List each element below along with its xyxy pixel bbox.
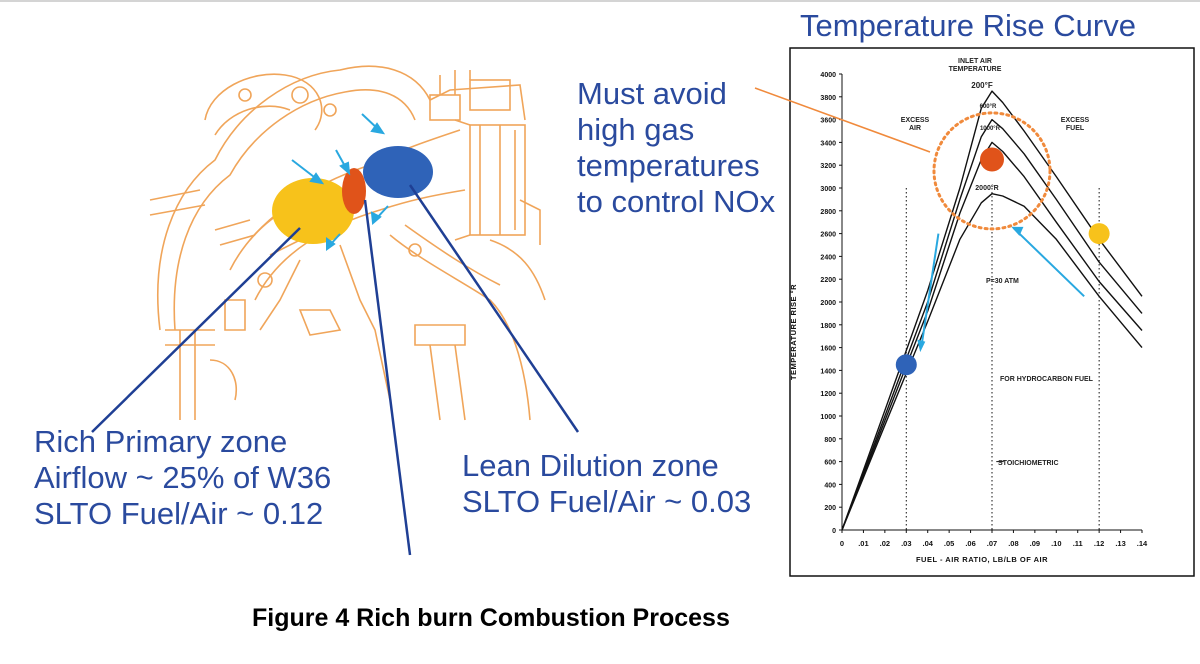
chart-title: Temperature Rise Curve	[800, 8, 1136, 43]
x-axis-label: FUEL - AIR RATIO, LB/LB OF AIR	[916, 555, 1048, 564]
rich-zone-line-3: SLTO Fuel/Air ~ 0.12	[34, 496, 324, 531]
chart-frame	[789, 47, 1195, 577]
y-tick-label: 1000	[820, 414, 836, 421]
y-tick-label: 800	[824, 437, 836, 444]
curve-label-1000r: 1000°R	[979, 126, 1001, 132]
rich-zone-ellipse	[272, 178, 354, 244]
y-tick-label: 3400	[820, 140, 836, 147]
lean-zone-line-1: Lean Dilution zone	[462, 448, 719, 483]
y-tick-label: 1800	[820, 323, 836, 330]
excess-air-label: EXCESS AIR	[893, 117, 937, 133]
y-tick-label: 3000	[820, 186, 836, 193]
page-top-border	[0, 0, 1200, 2]
y-tick-label: 1600	[820, 346, 836, 353]
x-tick-label: .14	[1137, 539, 1148, 548]
x-tick-label: .04	[922, 539, 933, 548]
y-tick-label: 1400	[820, 368, 836, 375]
rich-operating-point	[1088, 223, 1110, 245]
y-tick-label: 400	[824, 482, 836, 489]
lean-zone-ellipse	[363, 146, 433, 198]
avoid-line-2: high gas	[577, 112, 695, 147]
avoid-line-3: temperatures	[577, 148, 760, 183]
x-tick-label: .13	[1115, 539, 1125, 548]
high-temperature-circle	[932, 111, 1052, 231]
y-tick-label: 3800	[820, 95, 836, 102]
y-tick-label: 3600	[820, 118, 836, 125]
stoichiometric-label: STOICHIOMETRIC	[998, 460, 1059, 467]
trend-arrowhead-lean	[917, 339, 926, 353]
avoid-leader-line	[754, 87, 931, 153]
y-tick-label: 3200	[820, 163, 836, 170]
figure-caption: Figure 4 Rich burn Combustion Process	[252, 604, 730, 632]
excess-air-line-2: AIR	[908, 125, 922, 132]
x-tick-label: .02	[880, 539, 890, 548]
excess-fuel-line-2: FUEL	[1065, 125, 1085, 132]
x-tick-label: .08	[1008, 539, 1018, 548]
y-tick-label: 0	[832, 528, 836, 535]
inlet-air-line-2: TEMPERATURE	[948, 66, 1002, 73]
x-tick-label: .05	[944, 539, 954, 548]
peak-operating-point	[980, 147, 1004, 172]
series-line	[841, 193, 1143, 531]
x-tick-label: .03	[901, 539, 911, 548]
y-axis-label: TEMPERATURE RISE °R	[789, 284, 798, 380]
series-line	[841, 118, 1143, 531]
lean-operating-point	[895, 354, 917, 376]
inlet-air-label: INLET AIR TEMPERATURE	[945, 58, 1005, 74]
trend-arrowhead-rich	[1011, 226, 1024, 236]
quench-zone-ellipse	[342, 168, 366, 214]
y-tick-label: 2000	[820, 300, 836, 307]
rich-zone-note: Rich Primary zone Airflow ~ 25% of W36 S…	[34, 424, 331, 532]
trend-arrow-rich	[1012, 227, 1085, 298]
lean-zone-line-2: SLTO Fuel/Air ~ 0.03	[462, 484, 752, 519]
x-tick-label: .07	[987, 539, 997, 548]
y-tick-label: 600	[824, 460, 836, 467]
curve-label-600r: 600°R	[979, 104, 997, 110]
excess-fuel-line-1: EXCESS	[1060, 117, 1090, 124]
y-tick-label: 2200	[820, 277, 836, 284]
y-tick-label: 200	[824, 505, 836, 512]
rich-zone-line-1: Rich Primary zone	[34, 424, 288, 459]
hydrocarbon-fuel-note: FOR HYDROCARBON FUEL	[1000, 376, 1093, 383]
pressure-label: P=30 ATM	[986, 278, 1019, 285]
combustor-outline	[149, 65, 546, 421]
x-tick-label: .09	[1030, 539, 1040, 548]
x-tick-label: .06	[965, 539, 975, 548]
y-tick-label: 2400	[820, 254, 836, 261]
curve-label-2000r: 2000°R	[975, 185, 999, 192]
x-tick-label: .01	[858, 539, 868, 548]
x-tick-label: .12	[1094, 539, 1104, 548]
excess-air-line-1: EXCESS	[900, 117, 930, 124]
series-line	[841, 90, 1143, 531]
avoid-note: Must avoid high gas temperatures to cont…	[577, 76, 775, 220]
x-tick-label: .11	[1073, 539, 1083, 548]
x-tick-label: .10	[1051, 539, 1061, 548]
y-tick-label: 4000	[820, 72, 836, 79]
excess-fuel-label: EXCESS FUEL	[1053, 117, 1097, 133]
y-tick-label: 2600	[820, 232, 836, 239]
rich-zone-line-2: Airflow ~ 25% of W36	[34, 460, 332, 495]
lean-zone-note: Lean Dilution zone SLTO Fuel/Air ~ 0.03	[462, 448, 751, 520]
avoid-line-4: to control NOx	[577, 184, 776, 219]
airflow-arrows	[291, 113, 389, 251]
y-tick-label: 1200	[820, 391, 836, 398]
x-tick-label: 0	[840, 539, 844, 548]
avoid-line-1: Must avoid	[577, 76, 727, 111]
inlet-air-line-1: INLET AIR	[958, 58, 992, 65]
series-line	[841, 141, 1143, 531]
trend-arrow-lean	[920, 233, 940, 348]
curve-label-200f: 200°F	[971, 81, 993, 90]
leader-lines	[91, 184, 580, 556]
y-tick-label: 2800	[820, 209, 836, 216]
